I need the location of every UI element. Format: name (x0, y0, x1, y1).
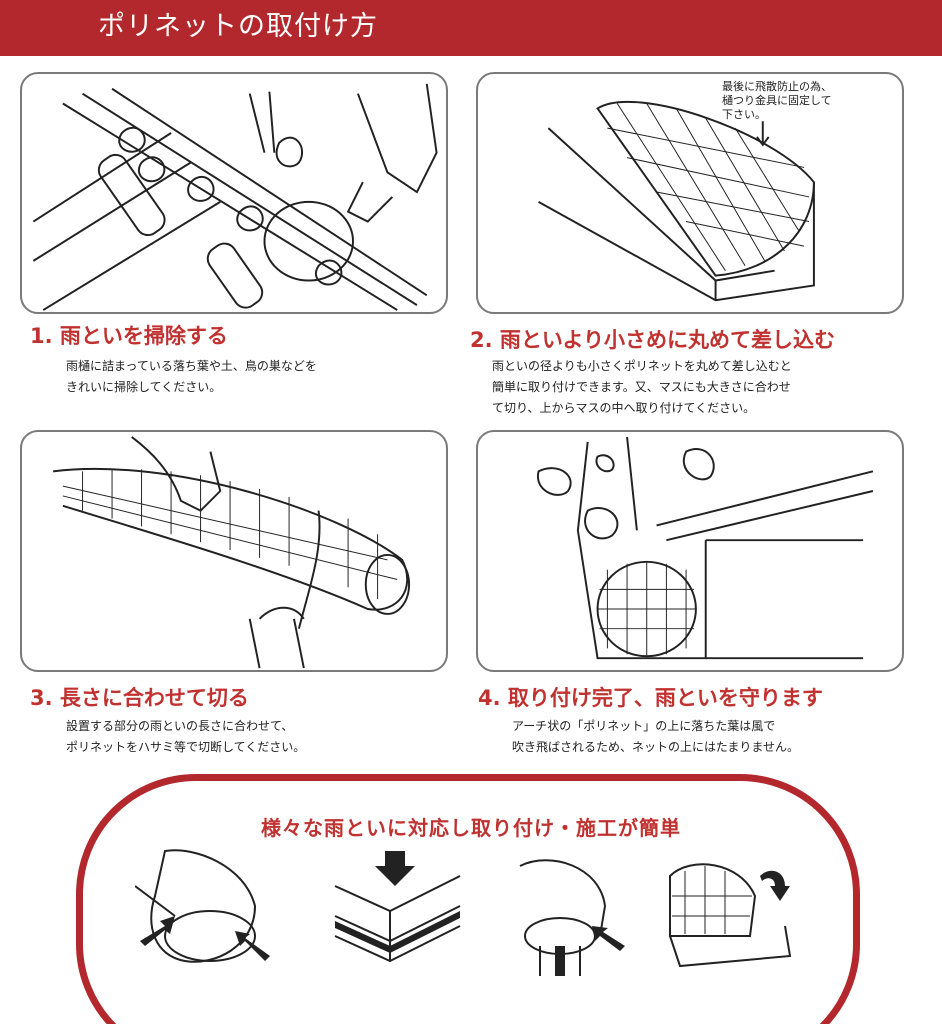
step-3-heading: 3. 長さに合わせて切る (30, 686, 249, 710)
downpipe-gutter-icon (500, 846, 640, 976)
step-4-illustration-panel (476, 430, 904, 672)
round-gutter-icon (134, 846, 275, 976)
net-cutting-illustration (52, 436, 411, 669)
step-2-description: 雨といの径よりも小さくポリネットを丸めて差し込むと 簡単に取り付けできます。又、… (492, 359, 792, 415)
feature-title: 様々な雨といに対応し取り付け・施工が簡単 (261, 816, 681, 840)
step-2-illustration-panel (476, 72, 904, 314)
step-4-heading: 4. 取り付け完了、雨といを守ります (478, 686, 823, 710)
step-3-description: 設置する部分の雨といの長さに合わせて、 ポリネットをハサミ等で切断してください。 (66, 719, 306, 754)
header-band: ポリネットの取付け方 (0, 0, 942, 56)
leaf-icon (537, 467, 572, 496)
square-gutter-icon (330, 846, 470, 976)
page-title: ポリネットの取付け方 (98, 11, 378, 42)
gutter-cleaning-illustration (32, 83, 438, 311)
installed-net-illustration (537, 436, 874, 660)
step-1-description: 雨樋に詰まっている落ち葉や土、鳥の巣などを きれいに掃除してください。 (66, 359, 317, 394)
feature-frame (76, 774, 860, 1024)
step-1-illustration-panel (20, 72, 448, 314)
step-2-heading: 2. 雨といより小さめに丸めて差し込む (470, 328, 836, 352)
curved-arrow-icon (760, 870, 790, 901)
step-4-description: アーチ状の「ポリネット」の上に落ちた葉は風で 吹き飛ばされるため、ネットの上には… (512, 719, 800, 754)
step-3-illustration-panel (20, 430, 448, 672)
box-gutter-icon (660, 846, 800, 976)
net-insertion-illustration (538, 100, 815, 302)
down-arrow-icon (375, 851, 415, 886)
arrow-icon (140, 916, 175, 946)
step-2-callout: 最後に飛散防止の為、 樋つり金具に固定して 下さい。 (722, 80, 832, 121)
step-1-heading: 1. 雨といを掃除する (30, 324, 228, 348)
